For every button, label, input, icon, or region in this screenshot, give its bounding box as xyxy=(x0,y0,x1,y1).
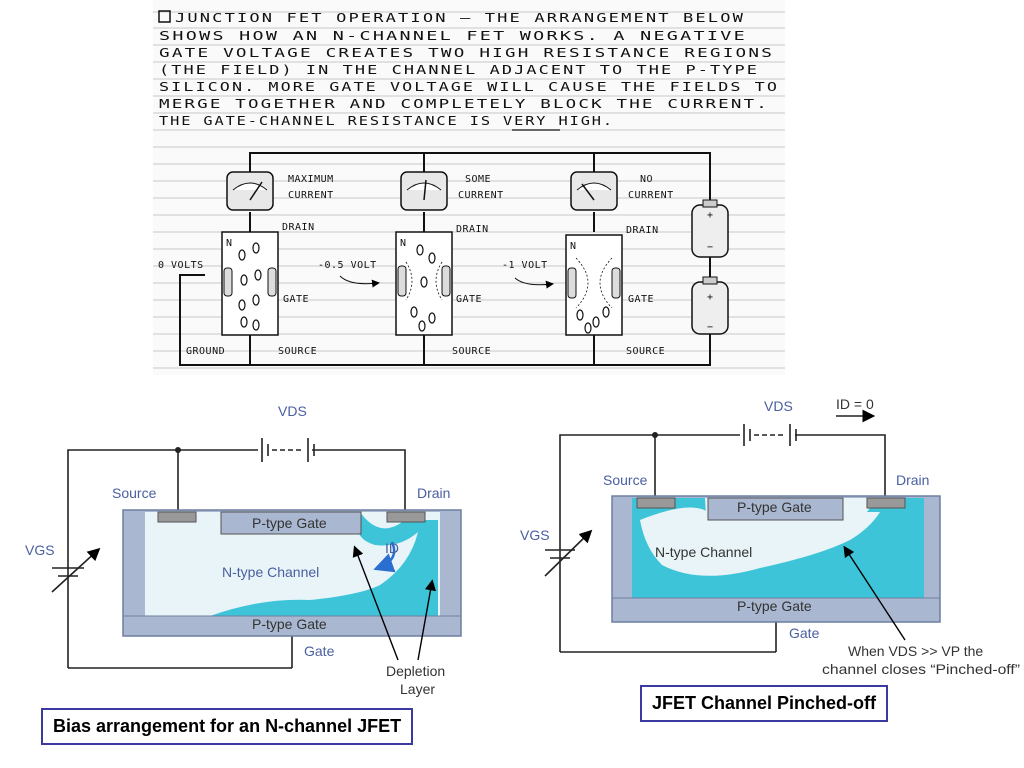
right-source-contact xyxy=(636,497,676,509)
sketch-battery-bottom xyxy=(691,276,729,335)
fet-2-gate: GATE xyxy=(456,294,482,305)
sketch-meter-2 xyxy=(400,171,448,211)
right-id-zero-label: ID = 0 xyxy=(836,396,874,412)
left-gate-label: Gate xyxy=(304,643,335,659)
right-note-line-2: channel closes “Pinched-off” xyxy=(822,661,1020,677)
right-channel-label: N-type Channel xyxy=(655,544,752,560)
sketch-line-5: SILICON. MORE GATE VOLTAGE WILL CAUSE TH… xyxy=(159,80,779,94)
left-source-label: Source xyxy=(112,485,157,501)
fet-1-source: SOURCE xyxy=(278,346,317,357)
battery-bottom-plus: + xyxy=(707,292,714,303)
fet-2-drain: DRAIN xyxy=(456,224,489,235)
right-vds-label: VDS xyxy=(764,398,793,414)
right-note-line-1: When VDS >> VP the xyxy=(848,643,983,659)
sketch-meter-3 xyxy=(570,171,618,211)
left-depletion-arrow-1 xyxy=(352,545,399,661)
meter-2-label-1: SOME xyxy=(465,174,491,185)
sketch-battery-top xyxy=(691,199,729,258)
notebook-sketch: JUNCTION FET OPERATION — THE ARRANGEMENT… xyxy=(153,0,785,375)
sketch-line-3: GATE VOLTAGE CREATES TWO HIGH RESISTANCE… xyxy=(159,46,774,60)
fet-3-source: SOURCE xyxy=(626,346,665,357)
sketch-fet-1 xyxy=(221,231,279,336)
fet-1-n: N xyxy=(226,238,233,249)
meter-2-label-2: CURRENT xyxy=(458,190,504,201)
left-top-gate-label: P-type Gate xyxy=(252,515,327,531)
right-channel-body xyxy=(640,507,880,576)
sketch-line-7: THE GATE-CHANNEL RESISTANCE IS VERY HIGH… xyxy=(159,114,614,128)
right-drain-label: Drain xyxy=(896,472,929,488)
fet-1-volts: 0 VOLTS xyxy=(158,260,204,271)
left-channel-label: N-type Channel xyxy=(222,564,319,580)
meter-3-label-2: CURRENT xyxy=(628,190,674,201)
right-top-gate-label: P-type Gate xyxy=(737,499,812,515)
notebook-rules xyxy=(153,11,785,369)
sketch-fet-3 xyxy=(565,234,623,336)
sketch-meter-1 xyxy=(226,171,274,211)
fet-3-arrow xyxy=(514,277,554,289)
checkbox-icon xyxy=(158,10,171,23)
fet-3-gate: GATE xyxy=(628,294,654,305)
fet-3-volts: -1 VOLT xyxy=(502,260,548,271)
right-top-gate xyxy=(707,497,844,521)
left-caption: Bias arrangement for an N-channel JFET xyxy=(41,708,414,745)
right-junction-dot xyxy=(652,432,658,438)
fet-1-drain: DRAIN xyxy=(282,222,315,233)
left-source-contact xyxy=(157,511,197,523)
left-bottom-gate-label: P-type Gate xyxy=(252,616,327,632)
meter-1-label-1: MAXIMUM xyxy=(288,174,334,185)
sketch-line-2: SHOWS HOW AN N-CHANNEL FET WORKS. A NEGA… xyxy=(159,29,747,43)
fet-3-drain: DRAIN xyxy=(626,225,659,236)
battery-bottom-minus: − xyxy=(707,322,714,333)
left-junction-dot xyxy=(175,447,181,453)
fet-3-n: N xyxy=(570,241,577,252)
left-vgs-label: VGS xyxy=(25,542,55,558)
sketch-fet-2 xyxy=(395,231,453,336)
left-jfet-diagram xyxy=(51,438,462,669)
right-drain-contact xyxy=(866,497,906,509)
fet-2-source: SOURCE xyxy=(452,346,491,357)
right-jfet-diagram xyxy=(544,409,941,653)
battery-top-plus: + xyxy=(707,210,714,221)
left-vds-label: VDS xyxy=(278,403,307,419)
meter-1-label-2: CURRENT xyxy=(288,190,334,201)
left-current-arrow xyxy=(373,541,396,573)
left-top-gate xyxy=(220,511,362,535)
right-source-label: Source xyxy=(603,472,648,488)
left-depletion-label-1: Depletion xyxy=(386,663,445,679)
right-gate-label: Gate xyxy=(789,625,820,641)
left-drain-label: Drain xyxy=(417,485,450,501)
sketch-wiring xyxy=(179,152,711,366)
left-drain-contact xyxy=(386,511,426,523)
fet-2-n: N xyxy=(400,238,407,249)
right-bottom-gate-label: P-type Gate xyxy=(737,598,812,614)
fet-2-arrow xyxy=(339,275,380,288)
right-pinch-arrow xyxy=(843,545,906,641)
left-depletion-arrow-2 xyxy=(417,579,437,661)
left-depletion-region xyxy=(210,512,438,616)
battery-top-minus: − xyxy=(707,242,714,253)
fet-2-volts: -0.5 VOLT xyxy=(318,260,377,271)
sketch-line-4: (THE FIELD) IN THE CHANNEL ADJACENT TO T… xyxy=(159,63,759,77)
sketch-ground: GROUND xyxy=(186,346,225,357)
left-depletion-label-2: Layer xyxy=(400,681,435,697)
right-caption: JFET Channel Pinched-off xyxy=(640,685,889,722)
meter-3-label-1: NO xyxy=(640,174,653,185)
fet-1-gate: GATE xyxy=(283,294,309,305)
sketch-line-1: JUNCTION FET OPERATION — THE ARRANGEMENT… xyxy=(175,11,745,25)
right-vgs-label: VGS xyxy=(520,527,550,543)
left-id-label: ID xyxy=(385,540,399,556)
sketch-line-6: MERGE TOGETHER AND COMPLETELY BLOCK THE … xyxy=(159,97,769,111)
